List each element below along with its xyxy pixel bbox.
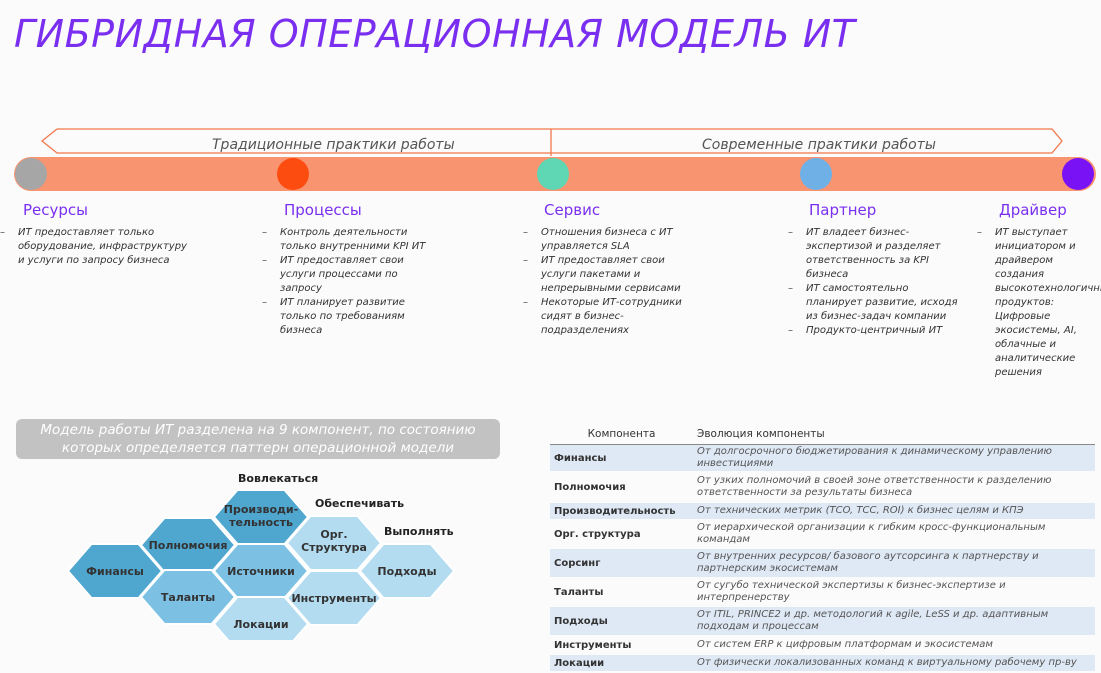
evolution-cell: От технических метрик (TCO, TCC, ROI) к … — [693, 502, 1095, 521]
evolution-cell: От внутренних ресурсов/ базового аутсорс… — [693, 548, 1095, 579]
component-cell: Таланты — [550, 578, 693, 607]
component-cell: Инструменты — [550, 636, 693, 655]
table-row: Производительность От технических метрик… — [550, 502, 1095, 521]
stage-title-processes: Процессы — [284, 201, 362, 219]
hex-talents: Таланты — [139, 569, 237, 625]
evolution-cell: От долгосрочного бюджетирования к динами… — [693, 444, 1095, 473]
svg-text:Источники: Источники — [227, 565, 295, 578]
stage-item: Контроль деятельности только внутренними… — [262, 226, 442, 254]
component-cell: Производительность — [550, 502, 693, 521]
svg-text:Структура: Структура — [301, 541, 367, 554]
model-note-box: Модель работы ИТ разделена на 9 компонен… — [16, 419, 500, 459]
stage-dot-processes — [277, 158, 309, 190]
traditional-practices-label: Традиционные практики работы — [212, 137, 455, 153]
component-cell: Подходы — [550, 606, 693, 637]
hex-sources: Источники — [212, 543, 310, 599]
svg-text:Инструменты: Инструменты — [291, 592, 376, 605]
evolution-cell: От ITIL, PRINCE2 и др. методологий к agi… — [693, 606, 1095, 637]
stage-list-processes: Контроль деятельности только внутренними… — [262, 226, 442, 338]
stage-title-partner: Партнер — [809, 201, 877, 219]
components-table: Компонента Эволюция компоненты Финансы О… — [550, 424, 1095, 673]
stage-title-service: Сервис — [544, 201, 601, 219]
table-row: Инструменты От систем ERP к цифровым пла… — [550, 636, 1095, 655]
stage-item: ИТ выступает инициатором и драйвером соз… — [977, 226, 1101, 380]
hex-org-structure: Орг. Структура — [285, 515, 383, 571]
table-row: Орг. структура От иерархической организа… — [550, 520, 1095, 549]
hex-tools: Инструменты — [285, 570, 383, 626]
stage-item: ИТ планирует развитие только по требован… — [262, 296, 442, 338]
stage-title-resources: Ресурсы — [23, 201, 89, 219]
evolution-cell: От физически локализованных команд к вир… — [693, 654, 1095, 673]
stage-item: ИТ владеет бизнес-экспертизой и разделяе… — [788, 226, 963, 282]
stage-item: ИТ предоставляет свои услуги процессами … — [262, 254, 442, 296]
stage-list-resources: ИТ предоставляет только оборудование, ин… — [0, 226, 195, 268]
stage-list-service: Отношения бизнеса с ИТ управляется SLA И… — [523, 226, 703, 338]
component-cell: Полномочия — [550, 472, 693, 503]
modern-practices-label: Современные практики работы — [702, 137, 936, 153]
table-row: Финансы От долгосрочного бюджетирования … — [550, 444, 1095, 473]
table-row: Полномочия От узких полномочий в своей з… — [550, 472, 1095, 503]
stage-list-partner: ИТ владеет бизнес-экспертизой и разделяе… — [788, 226, 963, 338]
table-row: Таланты От сугубо технической экспертизы… — [550, 578, 1095, 607]
column-header-component: Компонента — [550, 424, 693, 445]
svg-text:Производи-: Производи- — [224, 503, 298, 516]
hex-authority: Полномочия — [139, 517, 237, 573]
component-cell: Финансы — [550, 444, 693, 473]
evolution-cell: От иерархической организации к гибким кр… — [693, 520, 1095, 549]
stage-dot-driver — [1062, 158, 1094, 190]
svg-text:Подходы: Подходы — [377, 565, 436, 578]
stage-dot-partner — [800, 158, 832, 190]
category-engage: Вовлекаться — [238, 472, 318, 485]
stage-item: ИТ предоставляет только оборудование, ин… — [0, 226, 195, 268]
stage-item: ИТ самостоятельно планирует развитие, ис… — [788, 282, 963, 324]
column-header-evolution: Эволюция компоненты — [693, 424, 1095, 445]
hex-approaches: Подходы — [358, 543, 456, 599]
svg-text:Орг.: Орг. — [320, 528, 347, 541]
svg-text:Таланты: Таланты — [161, 591, 215, 604]
page-title: ГИБРИДНАЯ ОПЕРАЦИОННАЯ МОДЕЛЬ ИТ — [14, 12, 856, 56]
evolution-cell: От сугубо технической экспертизы к бизне… — [693, 578, 1095, 607]
evolution-cell: От узких полномочий в своей зоне ответст… — [693, 472, 1095, 503]
stage-item: Продукто-центричный ИТ — [788, 324, 963, 338]
stage-item: ИТ предоставляет свои услуги пакетами и … — [523, 254, 703, 296]
stage-item: Отношения бизнеса с ИТ управляется SLA — [523, 226, 703, 254]
table-header-row: Компонента Эволюция компоненты — [550, 424, 1095, 445]
stage-item: Некоторые ИТ-сотрудники сидят в бизнес-п… — [523, 296, 703, 338]
svg-text:Финансы: Финансы — [86, 565, 144, 578]
svg-text:тельность: тельность — [229, 516, 293, 529]
evolution-cell: От систем ERP к цифровым платформам и эк… — [693, 636, 1095, 655]
stage-dot-service — [537, 158, 569, 190]
component-cell: Сорсинг — [550, 548, 693, 579]
category-provide: Обеспечивать — [315, 497, 404, 510]
svg-text:Локации: Локации — [233, 618, 288, 631]
component-cell: Локации — [550, 654, 693, 673]
svg-text:Полномочия: Полномочия — [149, 539, 228, 552]
stage-list-driver: ИТ выступает инициатором и драйвером соз… — [977, 226, 1101, 380]
table-row: Локации От физически локализованных кома… — [550, 654, 1095, 673]
stage-dot-resources — [15, 158, 47, 190]
hex-finance: Финансы — [66, 543, 164, 599]
component-cell: Орг. структура — [550, 520, 693, 549]
hex-locations: Локации — [212, 596, 310, 640]
table-row: Сорсинг От внутренних ресурсов/ базового… — [550, 548, 1095, 579]
category-execute: Выполнять — [384, 525, 454, 538]
hex-component-diagram: Вовлекаться Обеспечивать Выполнять Финан… — [66, 472, 456, 640]
stage-title-driver: Драйвер — [999, 201, 1067, 219]
practices-bracket — [40, 128, 1063, 156]
table-row: Подходы От ITIL, PRINCE2 и др. методолог… — [550, 606, 1095, 637]
